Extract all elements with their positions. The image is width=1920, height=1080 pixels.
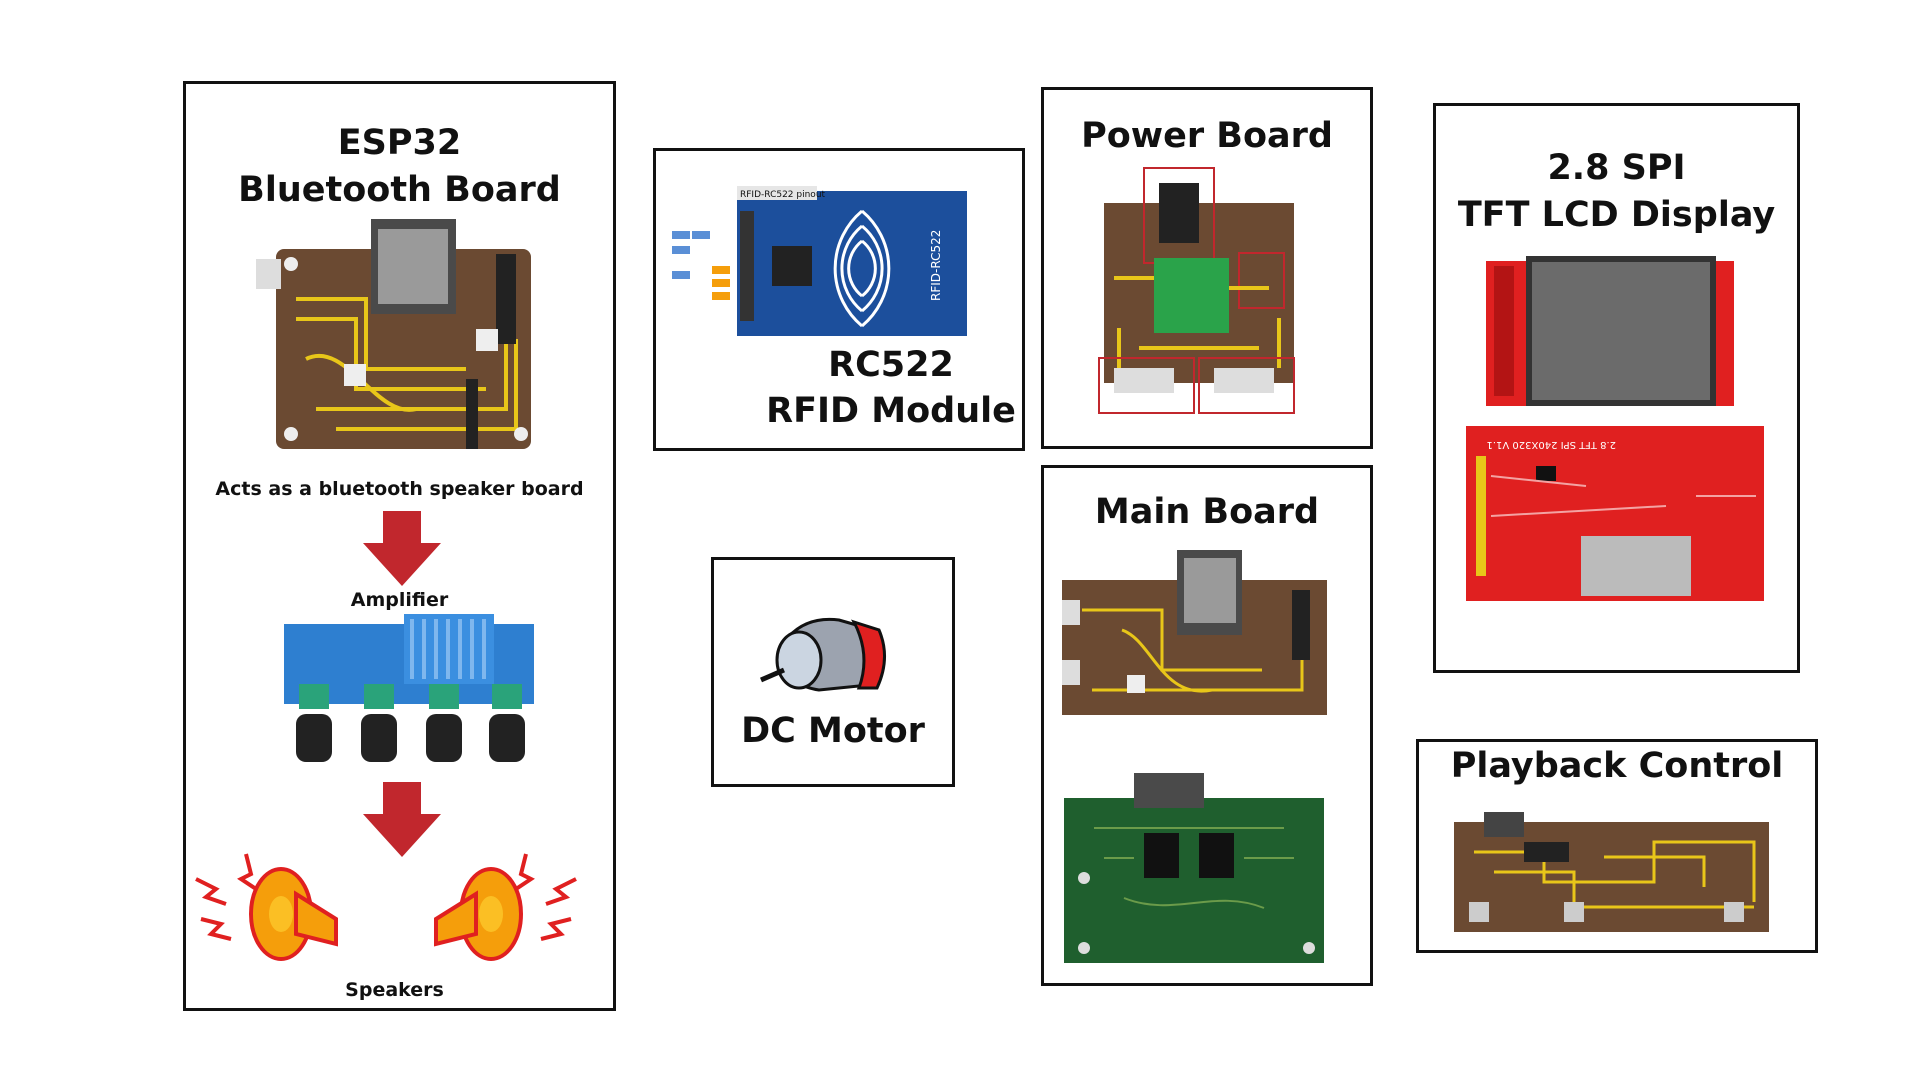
tft-display-panel: 2.8 SPI TFT LCD Display 2.8 TFT SPI 240X…	[1433, 103, 1800, 673]
rfid-pinout-text: RFID-RC522 pinout	[740, 190, 826, 200]
power-board-title: Power Board	[1081, 116, 1333, 156]
speaker-right-icon	[434, 853, 577, 961]
rfid-title-line1: RC522	[828, 345, 954, 385]
tft-back-image: 2.8 TFT SPI 240X320 V1.1	[1466, 426, 1764, 601]
playback-control-panel: Playback Control	[1416, 739, 1818, 953]
speaker-left-icon	[195, 853, 338, 961]
tft-back-text: 2.8 TFT SPI 240X320 V1.1	[1486, 439, 1616, 450]
esp32-description: Acts as a bluetooth speaker board	[215, 478, 584, 500]
tft-title-line1: 2.8 SPI	[1547, 148, 1686, 188]
tft-title-line2: TFT LCD Display	[1457, 195, 1776, 235]
playback-pcb-image	[1454, 812, 1769, 932]
rfid-title-line2: RFID Module	[766, 391, 1016, 431]
playback-control-title: Playback Control	[1450, 746, 1784, 786]
dc-motor-panel: DC Motor	[711, 557, 955, 787]
rfid-panel: RFID-RC522 pinout RFID-RC522 RC522 RFID …	[653, 148, 1025, 451]
amplifier-label: Amplifier	[350, 589, 449, 611]
power-board-panel: Power Board	[1041, 87, 1373, 449]
esp32-title-line1: ESP32	[337, 123, 462, 163]
down-arrow-icon	[363, 511, 441, 586]
dc-motor-title: DC Motor	[741, 711, 925, 751]
main-board-pcb-image	[1062, 550, 1327, 715]
speakers-label: Speakers	[345, 979, 444, 1001]
rfid-board-text: RFID-RC522	[929, 230, 943, 301]
dc-motor-icon	[760, 617, 886, 692]
down-arrow-icon	[363, 782, 441, 857]
main-board-panel: Main Board	[1041, 465, 1373, 986]
esp32-panel: ESP32 Bluetooth Board Acts as a bluetoot…	[183, 81, 616, 1011]
esp32-pcb-image	[256, 219, 531, 449]
main-board-title: Main Board	[1094, 492, 1320, 532]
esp32-title-line2: Bluetooth Board	[238, 170, 561, 210]
amplifier-image	[284, 614, 534, 762]
main-board-green-pcb-image	[1064, 773, 1324, 963]
tft-front-image	[1486, 256, 1734, 406]
power-board-image	[1098, 167, 1295, 414]
rfid-module-image: RFID-RC522 pinout RFID-RC522	[672, 186, 967, 336]
